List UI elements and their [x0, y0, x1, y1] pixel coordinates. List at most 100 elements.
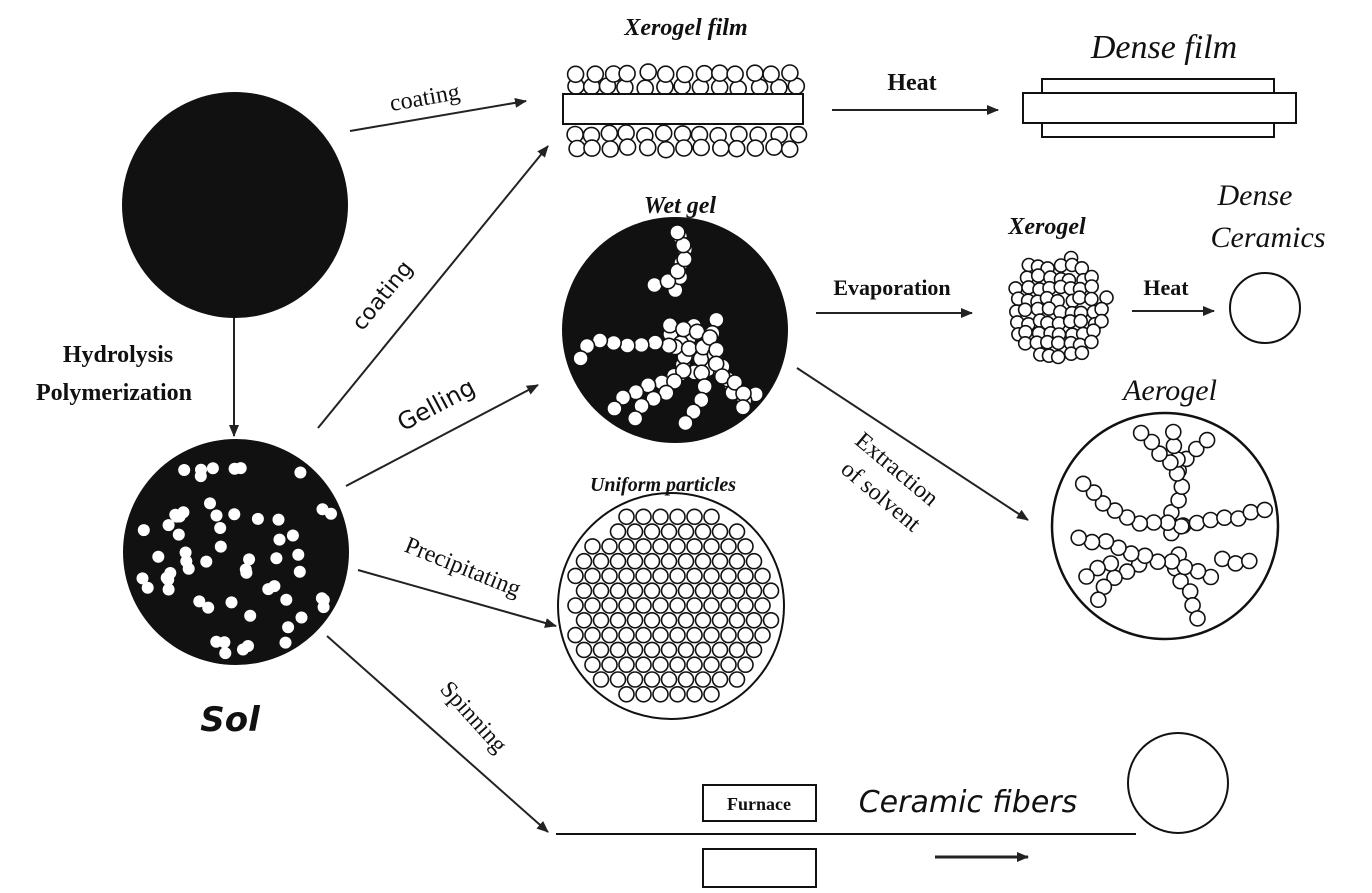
particle: [738, 598, 753, 613]
particle: [670, 598, 685, 613]
particle: [687, 568, 702, 583]
particle: [738, 568, 753, 583]
particle: [296, 612, 308, 624]
particle: [611, 672, 626, 687]
particle: [628, 642, 643, 657]
particle: [713, 642, 728, 657]
particle: [653, 509, 668, 524]
particle: [1019, 303, 1032, 316]
label-xerogel-film: Xerogel film: [623, 15, 747, 41]
particle: [645, 613, 660, 628]
particle: [679, 583, 694, 598]
particle: [677, 252, 692, 267]
particle: [228, 508, 240, 520]
particle: [585, 598, 600, 613]
step-coating-top: coating: [388, 79, 462, 117]
particle: [594, 672, 609, 687]
xerogel-film-particles-bottom: [567, 125, 806, 158]
particle: [764, 583, 779, 598]
step-evaporation: Evaporation: [833, 275, 950, 300]
particle: [207, 462, 219, 474]
particle: [670, 539, 685, 554]
particle: [577, 583, 592, 598]
particle: [1146, 515, 1161, 530]
particle: [747, 140, 763, 156]
xerogel-particles: [1009, 252, 1113, 364]
particle: [573, 351, 588, 366]
particle: [180, 555, 192, 567]
particle: [687, 628, 702, 643]
particle: [782, 65, 798, 81]
label-ceramic-fibers: Ceramic fibers: [859, 785, 1078, 820]
particle: [679, 524, 694, 539]
particle: [696, 554, 711, 569]
particle: [747, 613, 762, 628]
particle: [791, 127, 807, 143]
particle: [215, 541, 227, 553]
particle: [662, 613, 677, 628]
particle: [704, 628, 719, 643]
particle: [1243, 505, 1258, 520]
label-sol: Sol: [200, 700, 261, 740]
particle: [1164, 554, 1179, 569]
particle: [634, 337, 649, 352]
particle: [594, 583, 609, 598]
particle: [619, 628, 634, 643]
dense-ceramics-circle: [1230, 273, 1300, 343]
particle: [636, 539, 651, 554]
particle: [568, 66, 584, 82]
particle: [648, 335, 663, 350]
particle: [653, 568, 668, 583]
particle: [568, 568, 583, 583]
particle: [636, 628, 651, 643]
coating-diagonal-arrow: [318, 146, 548, 428]
particle: [620, 139, 636, 155]
particle: [738, 657, 753, 672]
particle: [620, 338, 635, 353]
particle: [636, 568, 651, 583]
particle: [619, 598, 634, 613]
particle: [219, 647, 231, 659]
particle: [1091, 592, 1106, 607]
particle: [262, 583, 274, 595]
particle: [611, 613, 626, 628]
particle: [1190, 611, 1205, 626]
particle: [1075, 346, 1088, 359]
particle: [670, 657, 685, 672]
label-dense-ceramics-2: Ceramics: [1211, 221, 1326, 254]
label-wet-gel: Wet gel: [644, 193, 717, 219]
particle: [713, 524, 728, 539]
particle: [687, 687, 702, 702]
particle: [721, 628, 736, 643]
particle: [602, 568, 617, 583]
particle: [607, 401, 622, 416]
particle: [577, 554, 592, 569]
particle: [727, 66, 743, 82]
particle: [1134, 426, 1149, 441]
particle: [628, 613, 643, 628]
particle: [602, 141, 618, 157]
particle: [619, 539, 634, 554]
particle: [729, 141, 745, 157]
particle: [694, 365, 709, 380]
particle: [1160, 515, 1175, 530]
particle: [704, 539, 719, 554]
particle: [1085, 293, 1098, 306]
particle: [1217, 510, 1232, 525]
particle: [273, 514, 285, 526]
particle: [195, 464, 207, 476]
particle: [585, 568, 600, 583]
particle: [1242, 554, 1257, 569]
particle: [1079, 569, 1094, 584]
particle: [747, 583, 762, 598]
label-furnace: Furnace: [727, 794, 791, 814]
particle: [653, 687, 668, 702]
particle: [713, 554, 728, 569]
particle: [670, 628, 685, 643]
particle: [294, 467, 306, 479]
particle: [173, 529, 185, 541]
particle: [137, 572, 149, 584]
particle: [211, 510, 223, 522]
particle: [1257, 502, 1272, 517]
particle: [619, 568, 634, 583]
